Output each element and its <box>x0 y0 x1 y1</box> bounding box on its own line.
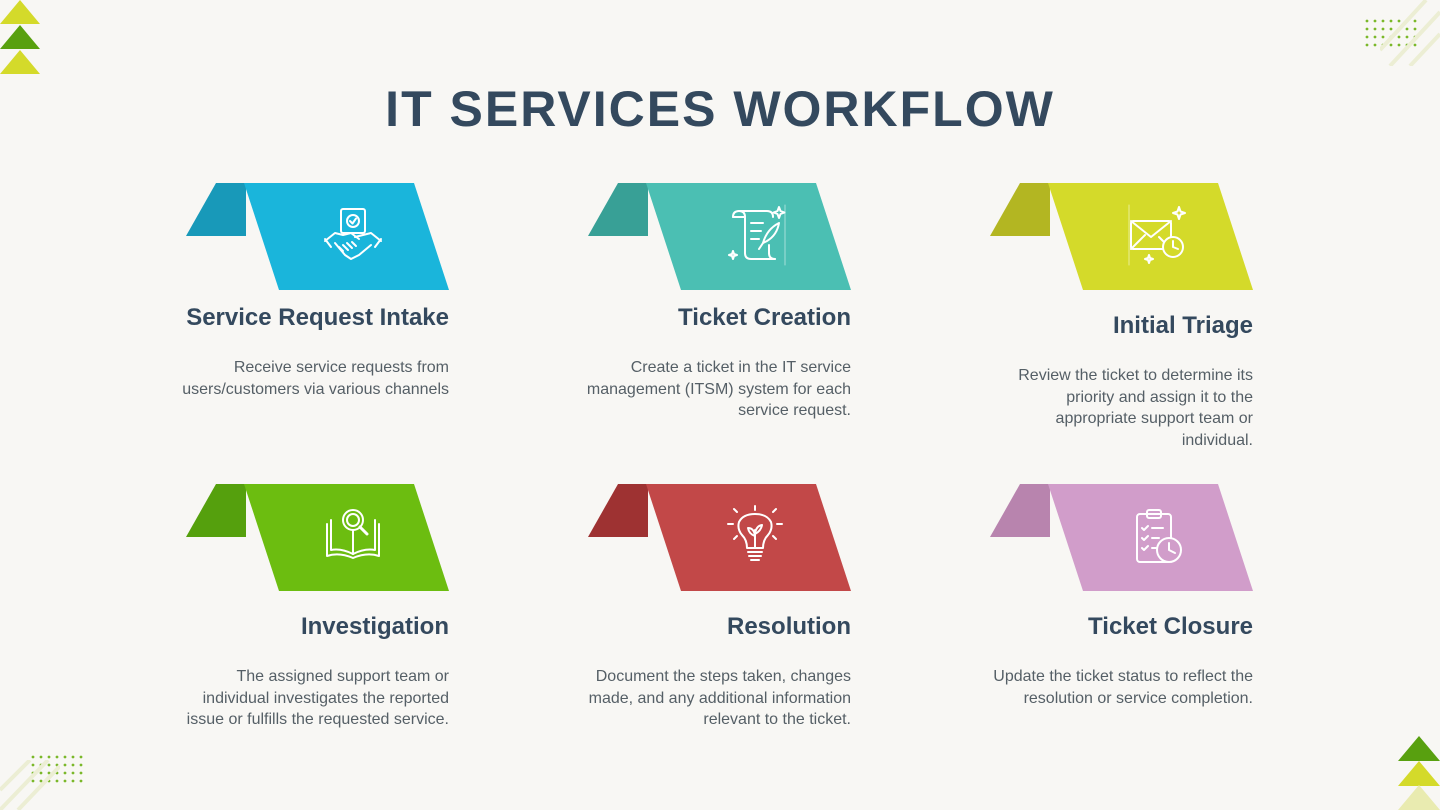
banner-face <box>244 484 449 591</box>
handshake-certificate-icon <box>324 208 382 260</box>
banner-face <box>646 183 851 290</box>
lightbulb-plant-icon <box>727 505 783 561</box>
diagonal-lines-bottom-left <box>0 760 60 810</box>
step-title: Ticket Closure <box>1088 613 1253 640</box>
banner-face <box>244 183 449 290</box>
step-description: Receive service requests from users/cust… <box>182 359 449 398</box>
book-magnifier-icon <box>326 509 380 559</box>
dot-grid-top-right <box>1365 19 1417 47</box>
step-banner <box>990 484 1255 592</box>
diagonal-lines-top-right <box>1380 0 1440 66</box>
step-description: Document the steps taken, changes made, … <box>588 668 851 728</box>
scroll-quill-icon <box>728 204 786 266</box>
corner-triangles-top-left <box>0 0 40 74</box>
banner-shadow <box>588 484 648 537</box>
step-description: The assigned support team or individual … <box>186 668 449 728</box>
banner-face <box>1048 484 1253 591</box>
banner-face <box>646 484 851 591</box>
envelope-clock-icon <box>1128 204 1186 266</box>
banner-shadow <box>588 183 648 236</box>
step-title: Service Request Intake <box>186 304 449 331</box>
step-title: Investigation <box>300 613 449 640</box>
banner-shadow <box>186 183 246 236</box>
corner-triangles-bottom-right <box>1398 736 1440 810</box>
step-title: Resolution <box>727 613 851 640</box>
step-banner <box>186 183 451 291</box>
banner-shadow <box>990 484 1050 537</box>
step-description: Review the ticket to determine its prior… <box>1018 367 1253 449</box>
step-banner <box>588 484 853 592</box>
clipboard-clock-icon <box>1136 509 1182 563</box>
step-banner <box>186 484 451 592</box>
step-title: Initial Triage <box>1112 312 1253 339</box>
page-title: IT SERVICES WORKFLOW <box>385 81 1055 137</box>
banner-shadow <box>186 484 246 537</box>
step-banner <box>990 183 1255 291</box>
step-banner <box>588 183 853 291</box>
banner-shadow <box>990 183 1050 236</box>
step-description: Create a ticket in the IT service manage… <box>586 359 851 419</box>
step-description: Update the ticket status to reflect the … <box>993 668 1253 707</box>
step-title: Ticket Creation <box>678 304 851 331</box>
